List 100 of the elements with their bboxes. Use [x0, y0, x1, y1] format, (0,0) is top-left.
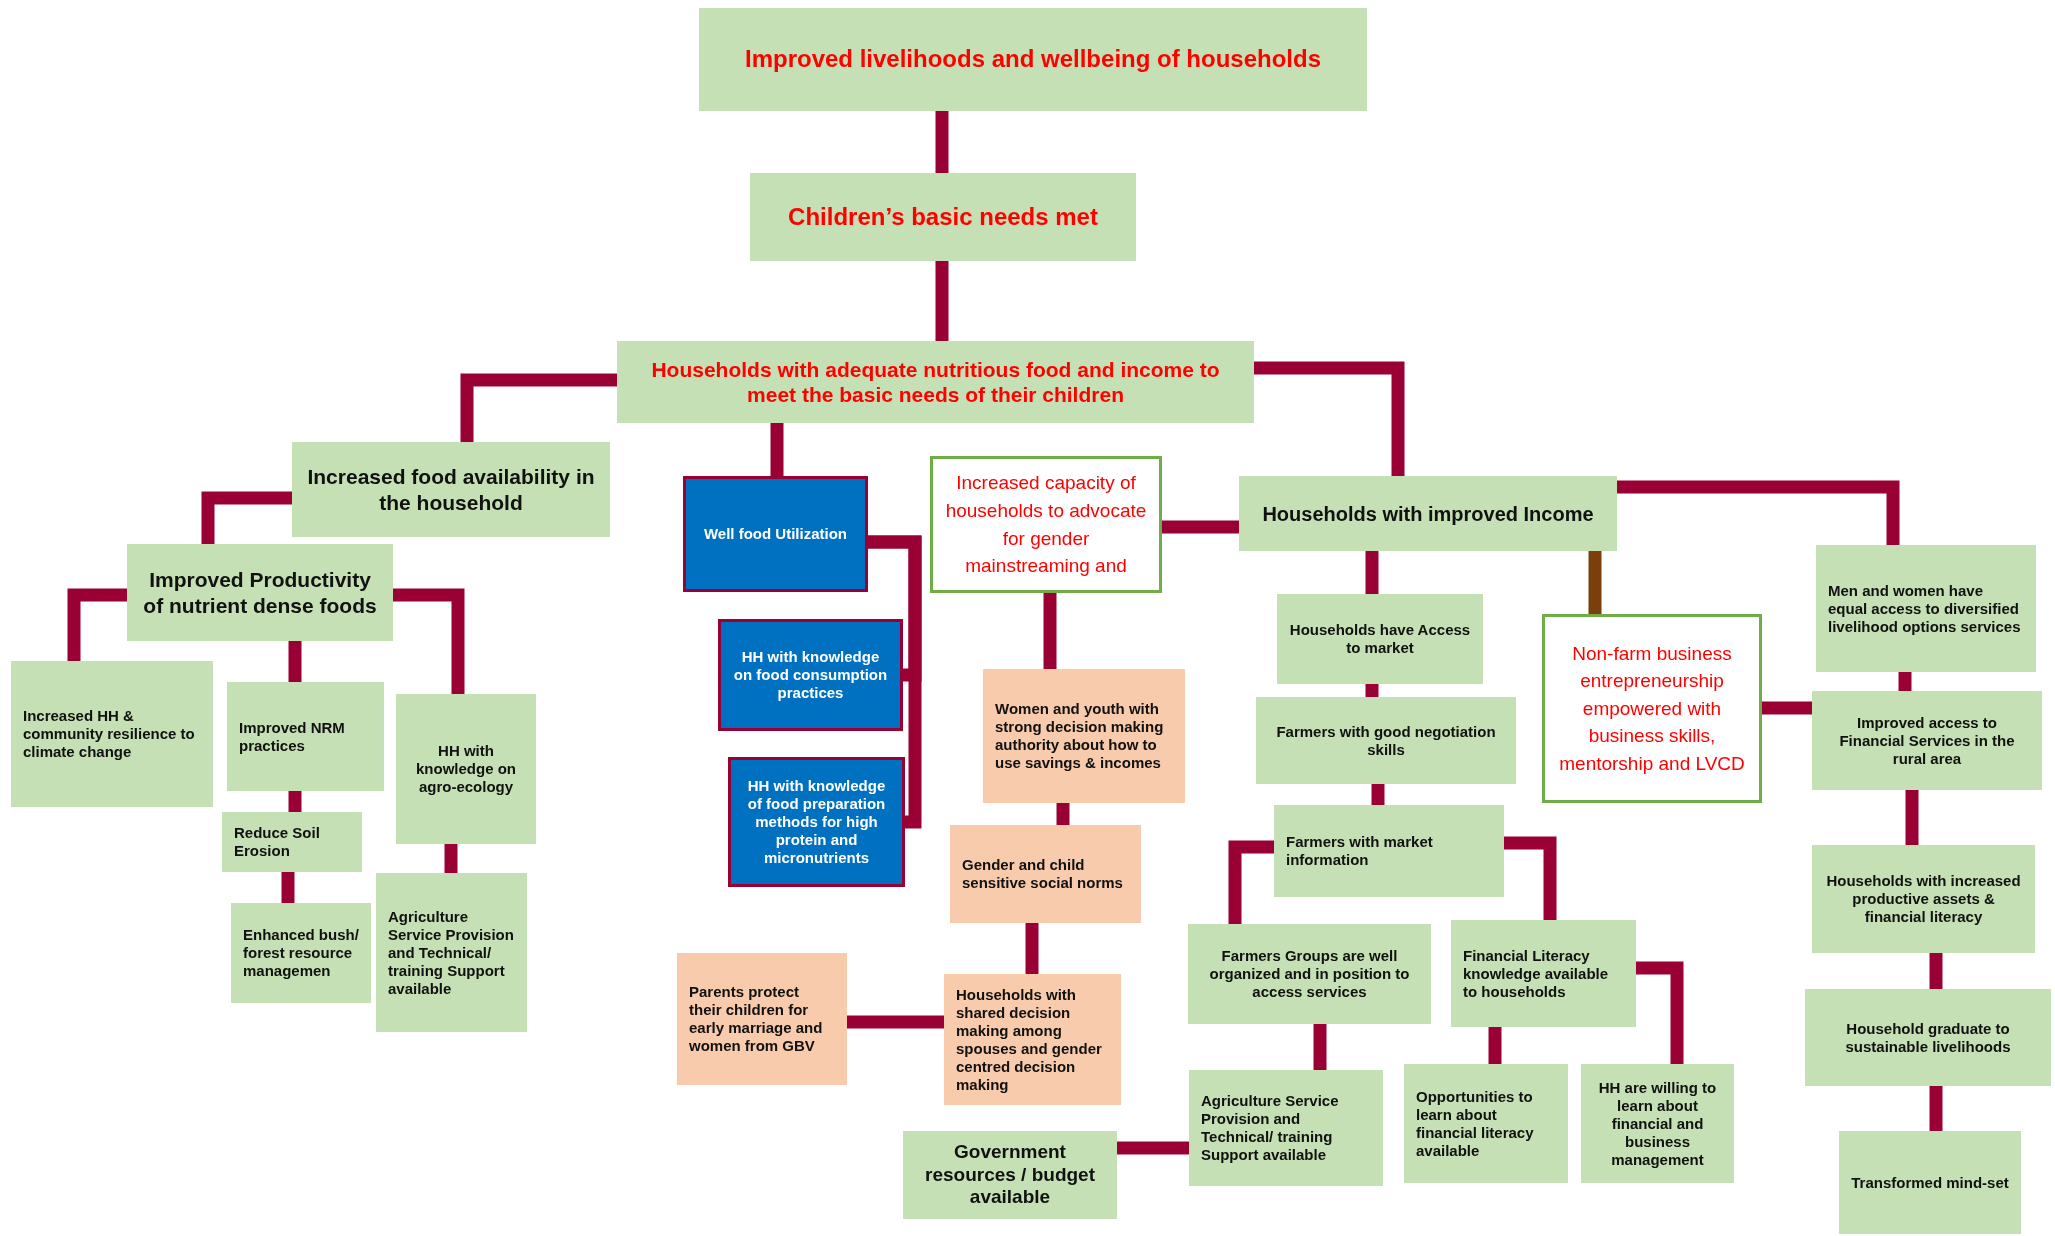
node-text: Non-farm business entrepreneurship empowered with business skills, mentorship and LVCD — [1558, 641, 1746, 776]
node-text: Men and women have equal access to diversified livelihood options services — [1828, 581, 2022, 636]
connector-line — [1588, 551, 1602, 614]
node-text: HH are willing to learn about financial and business management — [1597, 1078, 1718, 1169]
result-box — [1239, 476, 1617, 551]
node-text: Improved NRM practices — [239, 718, 346, 755]
utilization-box — [683, 476, 868, 592]
node-text: Agriculture Service Provision and Technical/ training Support available — [388, 907, 515, 998]
utilization-box — [728, 757, 905, 887]
node-text: Households have Access to market — [1289, 621, 1471, 657]
node-text: Farmers with good negotiation skills — [1275, 722, 1497, 759]
connector-line — [1162, 520, 1239, 534]
connector-line — [288, 641, 302, 682]
node-text: Increased HH & community resilience to climate change — [23, 707, 196, 761]
connector-line — [1025, 923, 1039, 974]
node-text: Well food Utilization — [702, 525, 848, 543]
node-text: Increased capacity of households to advocate for gender mainstreaming and — [945, 471, 1147, 579]
result-box — [1451, 920, 1636, 1027]
connector-line — [288, 791, 302, 812]
connector-line — [281, 872, 295, 903]
connector-line — [1313, 1024, 1327, 1070]
node-text: Improved Productivity of nutrient dense foods — [142, 567, 378, 618]
result-box — [1812, 845, 2035, 953]
node-text: Parents protect their children for early marriage and women from GBV — [689, 983, 824, 1055]
connector-line — [1636, 961, 1684, 1064]
node-text: Farmers with market information — [1286, 833, 1434, 869]
node-text: Agriculture Service Provision and Technical/ training Support available — [1201, 1092, 1340, 1164]
result-box — [903, 1131, 1117, 1219]
node-text: Transformed mind-set — [1851, 1173, 2009, 1192]
connector-line — [1043, 593, 1057, 669]
connector-line — [1905, 790, 1919, 845]
result-box — [227, 682, 384, 791]
connector-line — [1371, 784, 1385, 805]
node-text: HH with knowledge on agro-ecology — [415, 742, 517, 796]
outcome-box — [750, 173, 1136, 261]
connector-line — [1254, 361, 1405, 476]
node-text: Households with increased productive assets & financial literacy — [1825, 872, 2022, 926]
result-box — [1404, 1064, 1568, 1183]
node-text: Farmers Groups are well organized and in position to access services — [1208, 947, 1411, 1001]
result-box — [222, 812, 362, 872]
node-text: Increased food availability in the household — [306, 464, 596, 515]
connector-line — [1898, 672, 1912, 691]
connector-line — [1365, 684, 1379, 697]
node-text: Women and youth with strong decision making authority about how to use savings & incomes — [995, 700, 1165, 772]
gender-box — [677, 953, 847, 1085]
result-box — [1839, 1131, 2021, 1234]
connector-line — [1504, 836, 1557, 920]
outcome-box — [699, 8, 1367, 111]
connector-line — [393, 588, 465, 694]
connector-line — [868, 535, 922, 829]
result-box — [1277, 594, 1483, 684]
result-box — [11, 661, 213, 807]
node-text: Improved access to Financial Services in the rural area — [1838, 713, 2016, 768]
connector-line — [770, 423, 784, 476]
node-text: Reduce Soil Erosion — [234, 824, 321, 860]
result-box — [292, 442, 610, 537]
connector-line — [1929, 1086, 1943, 1131]
connector-line — [847, 1015, 944, 1029]
node-text: HH with knowledge of food preparation methods for high protein and micronutrients — [746, 777, 887, 867]
connector-line — [1488, 1027, 1502, 1064]
node-text: Households with shared decision making among spouses and gender centred decision making — [956, 985, 1103, 1094]
connector-line — [1929, 953, 1943, 989]
connector-line — [1365, 551, 1379, 594]
connector-line — [935, 261, 949, 341]
utilization-box — [718, 619, 903, 731]
result-box — [1816, 545, 2036, 672]
node-text: Enhanced bush/ forest resource managemen — [243, 926, 359, 980]
node-text: Households with adequate nutritious food and income to meet the basic needs of their children — [650, 356, 1221, 408]
node-text: HH with knowledge on food consumption practices — [733, 648, 888, 702]
node-text: Household graduate to sustainable livelihoods — [1844, 1019, 2012, 1056]
result-box — [231, 903, 371, 1003]
node-text: Improved livelihoods and wellbeing of households — [743, 45, 1323, 74]
node-text: Financial Literacy knowledge available to households — [1463, 946, 1610, 1001]
connector-line — [1228, 840, 1274, 924]
result-box — [1188, 924, 1431, 1024]
connector-line — [67, 588, 127, 661]
result-box — [1805, 989, 2051, 1086]
node-text: Government resources / budget available — [924, 1140, 1096, 1210]
connector-line — [935, 111, 949, 173]
connector-line — [1762, 701, 1812, 715]
outcome-box — [617, 341, 1254, 423]
result-box — [1812, 691, 2042, 790]
result-box — [1256, 697, 1516, 784]
result-box — [1274, 805, 1504, 897]
gender-box — [983, 669, 1185, 803]
node-text: Children’s basic needs met — [787, 202, 1099, 232]
node-text: Opportunities to learn about financial literacy available — [1416, 1087, 1535, 1160]
outlined-box — [930, 456, 1162, 593]
connector-line — [444, 844, 458, 873]
gender-box — [944, 974, 1121, 1105]
outlined-box — [1542, 614, 1762, 803]
result-box — [1581, 1064, 1734, 1183]
gender-box — [950, 825, 1141, 923]
node-text: Households with improved Income — [1261, 501, 1595, 526]
result-box — [396, 694, 536, 844]
node-text: Gender and child sensitive social norms — [962, 856, 1124, 892]
connector-line — [1117, 1141, 1189, 1155]
result-box — [376, 873, 527, 1032]
connector-line — [201, 491, 292, 544]
connector-line — [1056, 803, 1070, 825]
